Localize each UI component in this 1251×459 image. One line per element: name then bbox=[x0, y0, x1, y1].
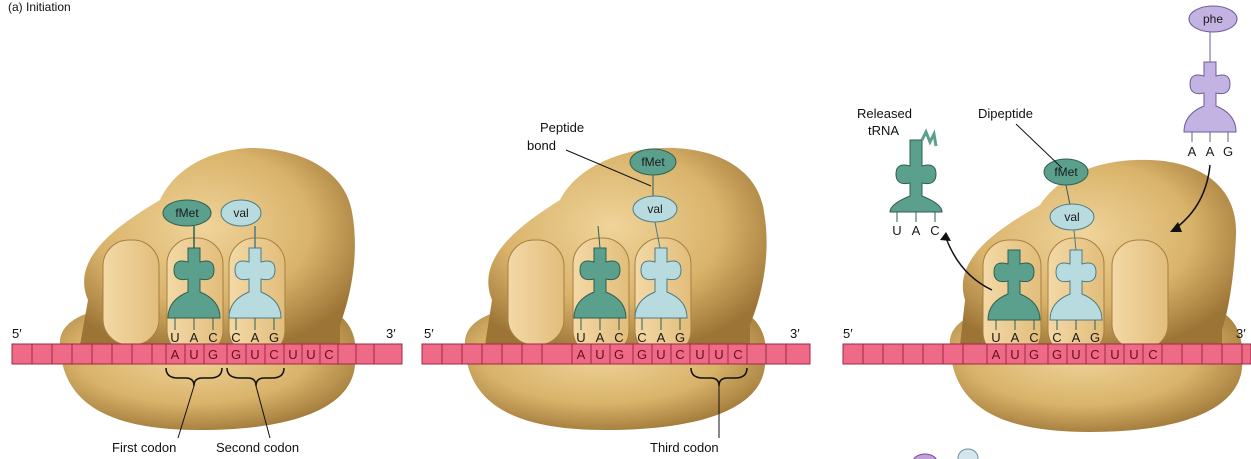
panel-3: fMet val U A C C A G U A C Released tRNA… bbox=[843, 6, 1251, 459]
three-prime-label: 3′ bbox=[386, 326, 396, 341]
mrna-base: U bbox=[1110, 347, 1119, 362]
amino-acid-val-label: val bbox=[1064, 210, 1079, 224]
anticodon-base: A bbox=[1206, 144, 1215, 159]
mrna-base: U bbox=[250, 347, 259, 362]
mrna-base: U bbox=[1071, 347, 1080, 362]
mrna-base: U bbox=[714, 347, 723, 362]
released-trna-label: Released bbox=[857, 106, 912, 121]
mrna-base: U bbox=[306, 347, 315, 362]
mrna-base: C bbox=[1148, 347, 1157, 362]
anticodon-base: U bbox=[170, 330, 179, 345]
next-panel-fragment bbox=[913, 454, 937, 459]
mrna-base: U bbox=[695, 347, 704, 362]
anticodon-base: A bbox=[190, 330, 199, 345]
figure-heading: (a) Initiation bbox=[8, 0, 71, 14]
anticodon-base: A bbox=[657, 330, 666, 345]
mrna-base: U bbox=[1129, 347, 1138, 362]
mrna-strand bbox=[843, 344, 1251, 364]
three-prime-label: 3′ bbox=[1236, 326, 1246, 341]
anticodon-base: C bbox=[614, 330, 623, 345]
anticodon-base: A bbox=[251, 330, 260, 345]
mrna-base: A bbox=[171, 347, 180, 362]
anticodon-base: U bbox=[892, 223, 901, 238]
anticodon-base: G bbox=[269, 330, 279, 345]
mrna-base: C bbox=[269, 347, 278, 362]
released-trna bbox=[890, 140, 942, 212]
mrna-base: A bbox=[577, 347, 586, 362]
anticodon-base: G bbox=[675, 330, 685, 345]
three-prime-label: 3′ bbox=[790, 326, 800, 341]
mrna-base: G bbox=[637, 347, 647, 362]
anticodon-base: A bbox=[596, 330, 605, 345]
amino-acid-fmet-label: fMet bbox=[641, 155, 665, 169]
mrna-base: G bbox=[1052, 347, 1062, 362]
peptide-bond-label: bond bbox=[527, 138, 556, 153]
anticodon-base: C bbox=[231, 330, 240, 345]
mrna-base: G bbox=[1029, 347, 1039, 362]
mrna-base: C bbox=[1090, 347, 1099, 362]
dipeptide-label: Dipeptide bbox=[978, 106, 1033, 121]
dipeptide-pointer bbox=[1016, 124, 1062, 168]
first-codon-label: First codon bbox=[112, 440, 176, 455]
mrna-base: G bbox=[231, 347, 241, 362]
amino-acid-fmet-label: fMet bbox=[1054, 165, 1078, 179]
anticodon-base: C bbox=[1029, 330, 1038, 345]
anticodon-base: A bbox=[912, 223, 921, 238]
anticodon-base: A bbox=[1188, 144, 1197, 159]
anticodon-base: G bbox=[1223, 144, 1233, 159]
five-prime-label: 5′ bbox=[843, 326, 853, 341]
mrna-base: C bbox=[324, 347, 333, 362]
anticodon-base: U bbox=[991, 330, 1000, 345]
mrna-base: G bbox=[614, 347, 624, 362]
amino-acid-val-label: val bbox=[233, 206, 248, 220]
a-site bbox=[1112, 240, 1168, 350]
e-site bbox=[508, 240, 564, 345]
mrna-base: C bbox=[733, 347, 742, 362]
third-codon-label: Third codon bbox=[650, 440, 719, 455]
anticodon-base: U bbox=[576, 330, 585, 345]
mrna-base: C bbox=[675, 347, 684, 362]
panel-2: fMet val U A C C A G A U G G U C bbox=[422, 120, 810, 455]
mrna-base: U bbox=[656, 347, 665, 362]
anticodon-base: C bbox=[930, 223, 939, 238]
amino-acid-phe-label: phe bbox=[1203, 12, 1223, 26]
anticodon-base: A bbox=[1072, 330, 1081, 345]
mrna-base: A bbox=[992, 347, 1001, 362]
amino-acid-val-label: val bbox=[647, 202, 662, 216]
mrna-base: U bbox=[288, 347, 297, 362]
mrna-base: U bbox=[1010, 347, 1019, 362]
mrna-base: U bbox=[189, 347, 198, 362]
anticodon-base: C bbox=[1052, 330, 1061, 345]
next-panel-fragment bbox=[958, 449, 978, 459]
five-prime-label: 5′ bbox=[12, 326, 22, 341]
peptide-bond-label: Peptide bbox=[540, 120, 584, 135]
e-site bbox=[103, 240, 159, 345]
released-trna-label: tRNA bbox=[868, 123, 899, 138]
anticodon-base: C bbox=[637, 330, 646, 345]
anticodon-base: C bbox=[208, 330, 217, 345]
anticodon-base: A bbox=[1011, 330, 1020, 345]
mrna-base: U bbox=[595, 347, 604, 362]
panel-1: fMet val U A C C A G A U bbox=[12, 148, 402, 455]
second-codon-label: Second codon bbox=[216, 440, 299, 455]
anticodon-base: G bbox=[1090, 330, 1100, 345]
five-prime-label: 5′ bbox=[424, 326, 434, 341]
trna-phe bbox=[1184, 62, 1236, 132]
amino-acid-fmet-label: fMet bbox=[175, 206, 199, 220]
mrna-base: G bbox=[208, 347, 218, 362]
